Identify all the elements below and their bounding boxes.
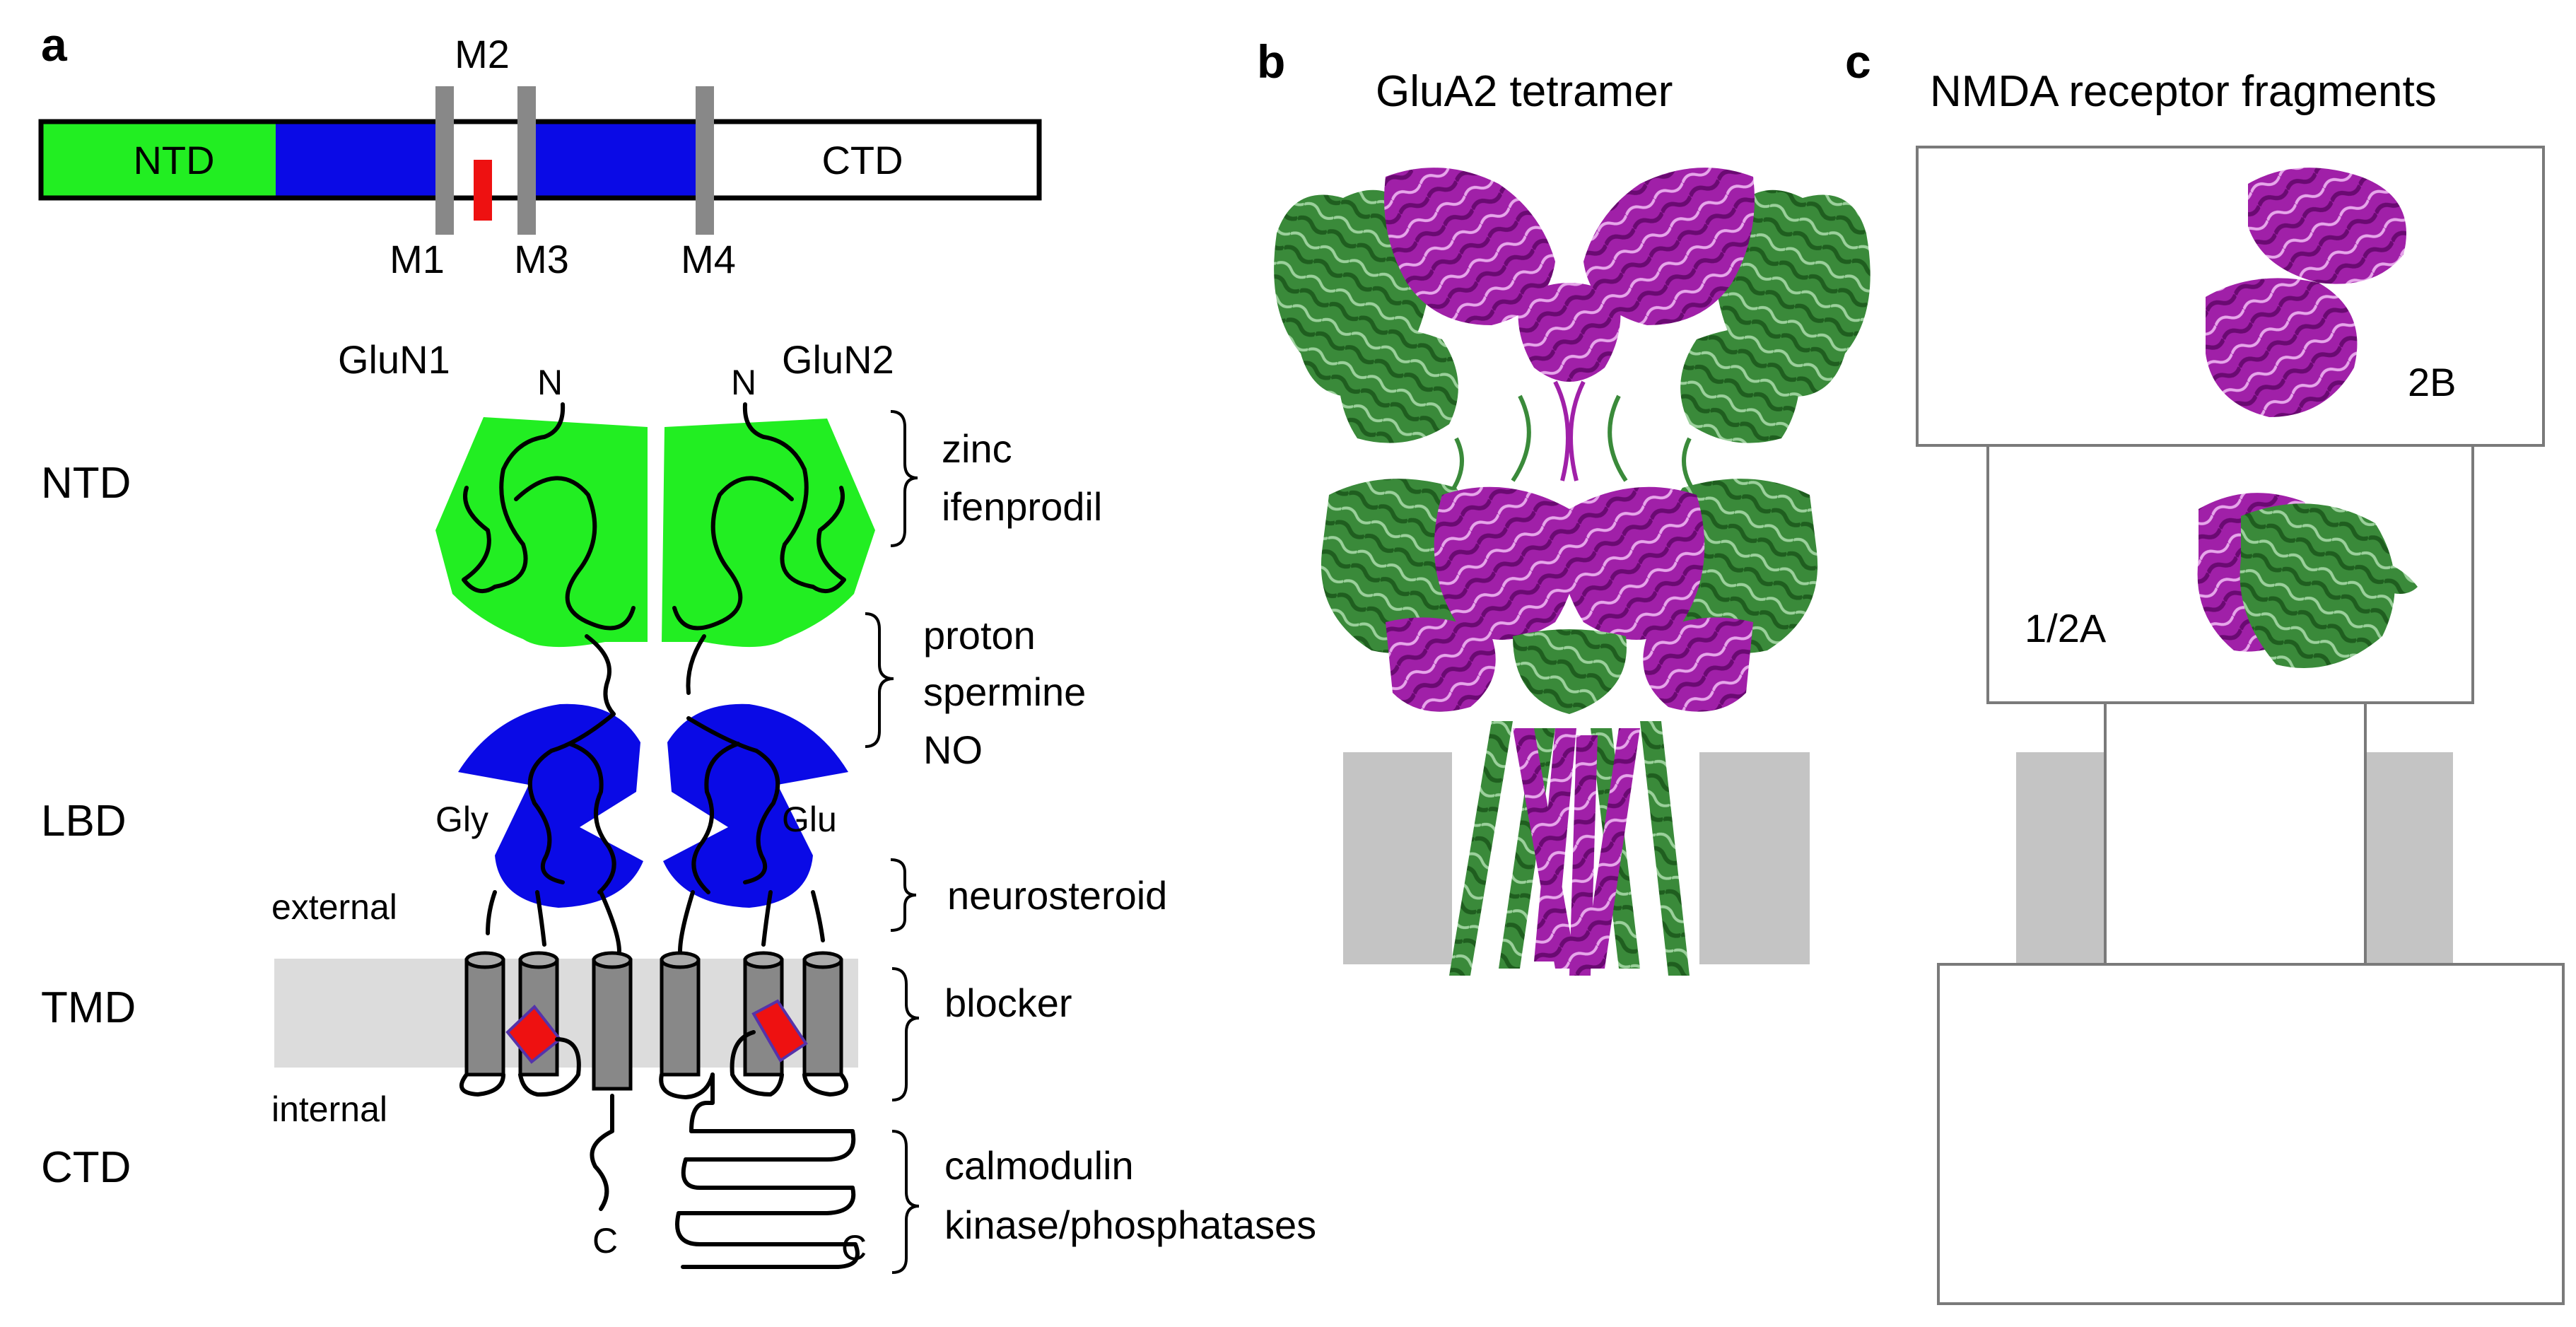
tmd-row-label: TMD xyxy=(41,983,136,1032)
mod-linker-2: spermine xyxy=(923,670,1086,714)
bar-outline xyxy=(38,119,1042,201)
gluA2-membrane-right xyxy=(1699,752,1810,964)
fragment-2b-label: 2B xyxy=(2408,360,2457,404)
glun1-label: GluN1 xyxy=(338,337,450,382)
glu-ligand-label: Glu xyxy=(782,800,837,839)
bracket-lbd-tmd xyxy=(890,858,917,932)
ntd-row-label: NTD xyxy=(41,459,131,508)
panel-a-letter: a xyxy=(41,18,68,71)
panel-b-title: GluA2 tetramer xyxy=(1376,67,1673,116)
glun2-lbd-lobe xyxy=(663,703,848,908)
glun2-m4-helix xyxy=(660,958,701,1077)
gly-ligand-label: Gly xyxy=(435,800,488,839)
panel-c-title: NMDA receptor fragments xyxy=(1930,67,2437,116)
glun2b-ntd-structure xyxy=(2206,168,2406,417)
gluA2-tetramer-structure xyxy=(1274,168,1870,976)
glun1-chain xyxy=(462,402,636,1211)
mod-ntd-2: ifenprodil xyxy=(942,484,1102,529)
c-terminal-right: C xyxy=(841,1228,867,1268)
bar-ntd-label: NTD xyxy=(133,138,214,182)
m4-label: M4 xyxy=(681,237,736,281)
bracket-ctd xyxy=(891,1130,920,1274)
mod-ctd-1: calmodulin xyxy=(944,1143,1134,1188)
bracket-tmd xyxy=(891,967,920,1101)
internal-label: internal xyxy=(271,1089,387,1129)
lbd-row-label: LBD xyxy=(41,797,127,846)
c-terminal-left: C xyxy=(592,1221,618,1261)
m3-label: M3 xyxy=(514,237,569,281)
bracket-linker xyxy=(865,612,894,748)
mod-lbd-tmd-1: neurosteroid xyxy=(947,873,1167,918)
bar-ntd-segment xyxy=(41,122,276,198)
glun1-m1-helix xyxy=(464,958,505,1077)
glun2-pore-loop xyxy=(751,999,808,1063)
bar-lbd-segment-2 xyxy=(529,122,704,198)
m2-label: M2 xyxy=(455,32,510,76)
glun2-ntd-lobe xyxy=(662,419,875,648)
mod-ntd-1: zinc xyxy=(942,426,1012,471)
external-label: external xyxy=(271,887,397,927)
glun2-chain xyxy=(672,402,860,1269)
membrane-right-c xyxy=(2365,752,2453,964)
fragment-1-2a-label: 1/2A xyxy=(2025,606,2107,650)
glun2-m1-helix xyxy=(802,958,843,1077)
membrane-left-c xyxy=(2016,752,2105,964)
bracket-ntd xyxy=(890,410,918,547)
ctd-placeholder-box xyxy=(1937,963,2565,1305)
glun1-lbd-lobe xyxy=(458,703,643,908)
ctd-row-label: CTD xyxy=(41,1143,131,1192)
m2-pore-loop xyxy=(474,160,492,221)
bar-ctd-label: CTD xyxy=(821,138,903,182)
mod-tmd-1: blocker xyxy=(944,981,1072,1025)
n-terminal-left: N xyxy=(537,363,563,402)
mod-linker-3: NO xyxy=(923,727,983,772)
gluA2-membrane-left xyxy=(1343,752,1452,964)
m4-segment xyxy=(696,86,714,235)
glun2-label: GluN2 xyxy=(782,337,894,382)
panel-b-letter: b xyxy=(1257,35,1285,88)
mod-ctd-2: kinase/phosphatases xyxy=(944,1203,1316,1247)
panel-c-letter: c xyxy=(1845,35,1871,88)
n-terminal-right: N xyxy=(731,363,756,402)
glun1-ntd-lobe xyxy=(435,417,648,648)
glun1-tmd-helices xyxy=(459,951,633,1097)
glun2-tmd-helices xyxy=(659,951,849,1099)
bar-lbd-segment-1 xyxy=(276,122,445,198)
m3-segment xyxy=(517,86,536,235)
mod-linker-1: proton xyxy=(923,613,1036,657)
glun1-glun2a-lbd-structure xyxy=(2197,493,2418,668)
m1-segment xyxy=(435,86,454,235)
m1-label: M1 xyxy=(390,237,445,281)
tmd-placeholder-box xyxy=(2104,701,2367,966)
domain-bar xyxy=(38,86,1042,235)
glun1-m4-helix xyxy=(592,958,633,1091)
